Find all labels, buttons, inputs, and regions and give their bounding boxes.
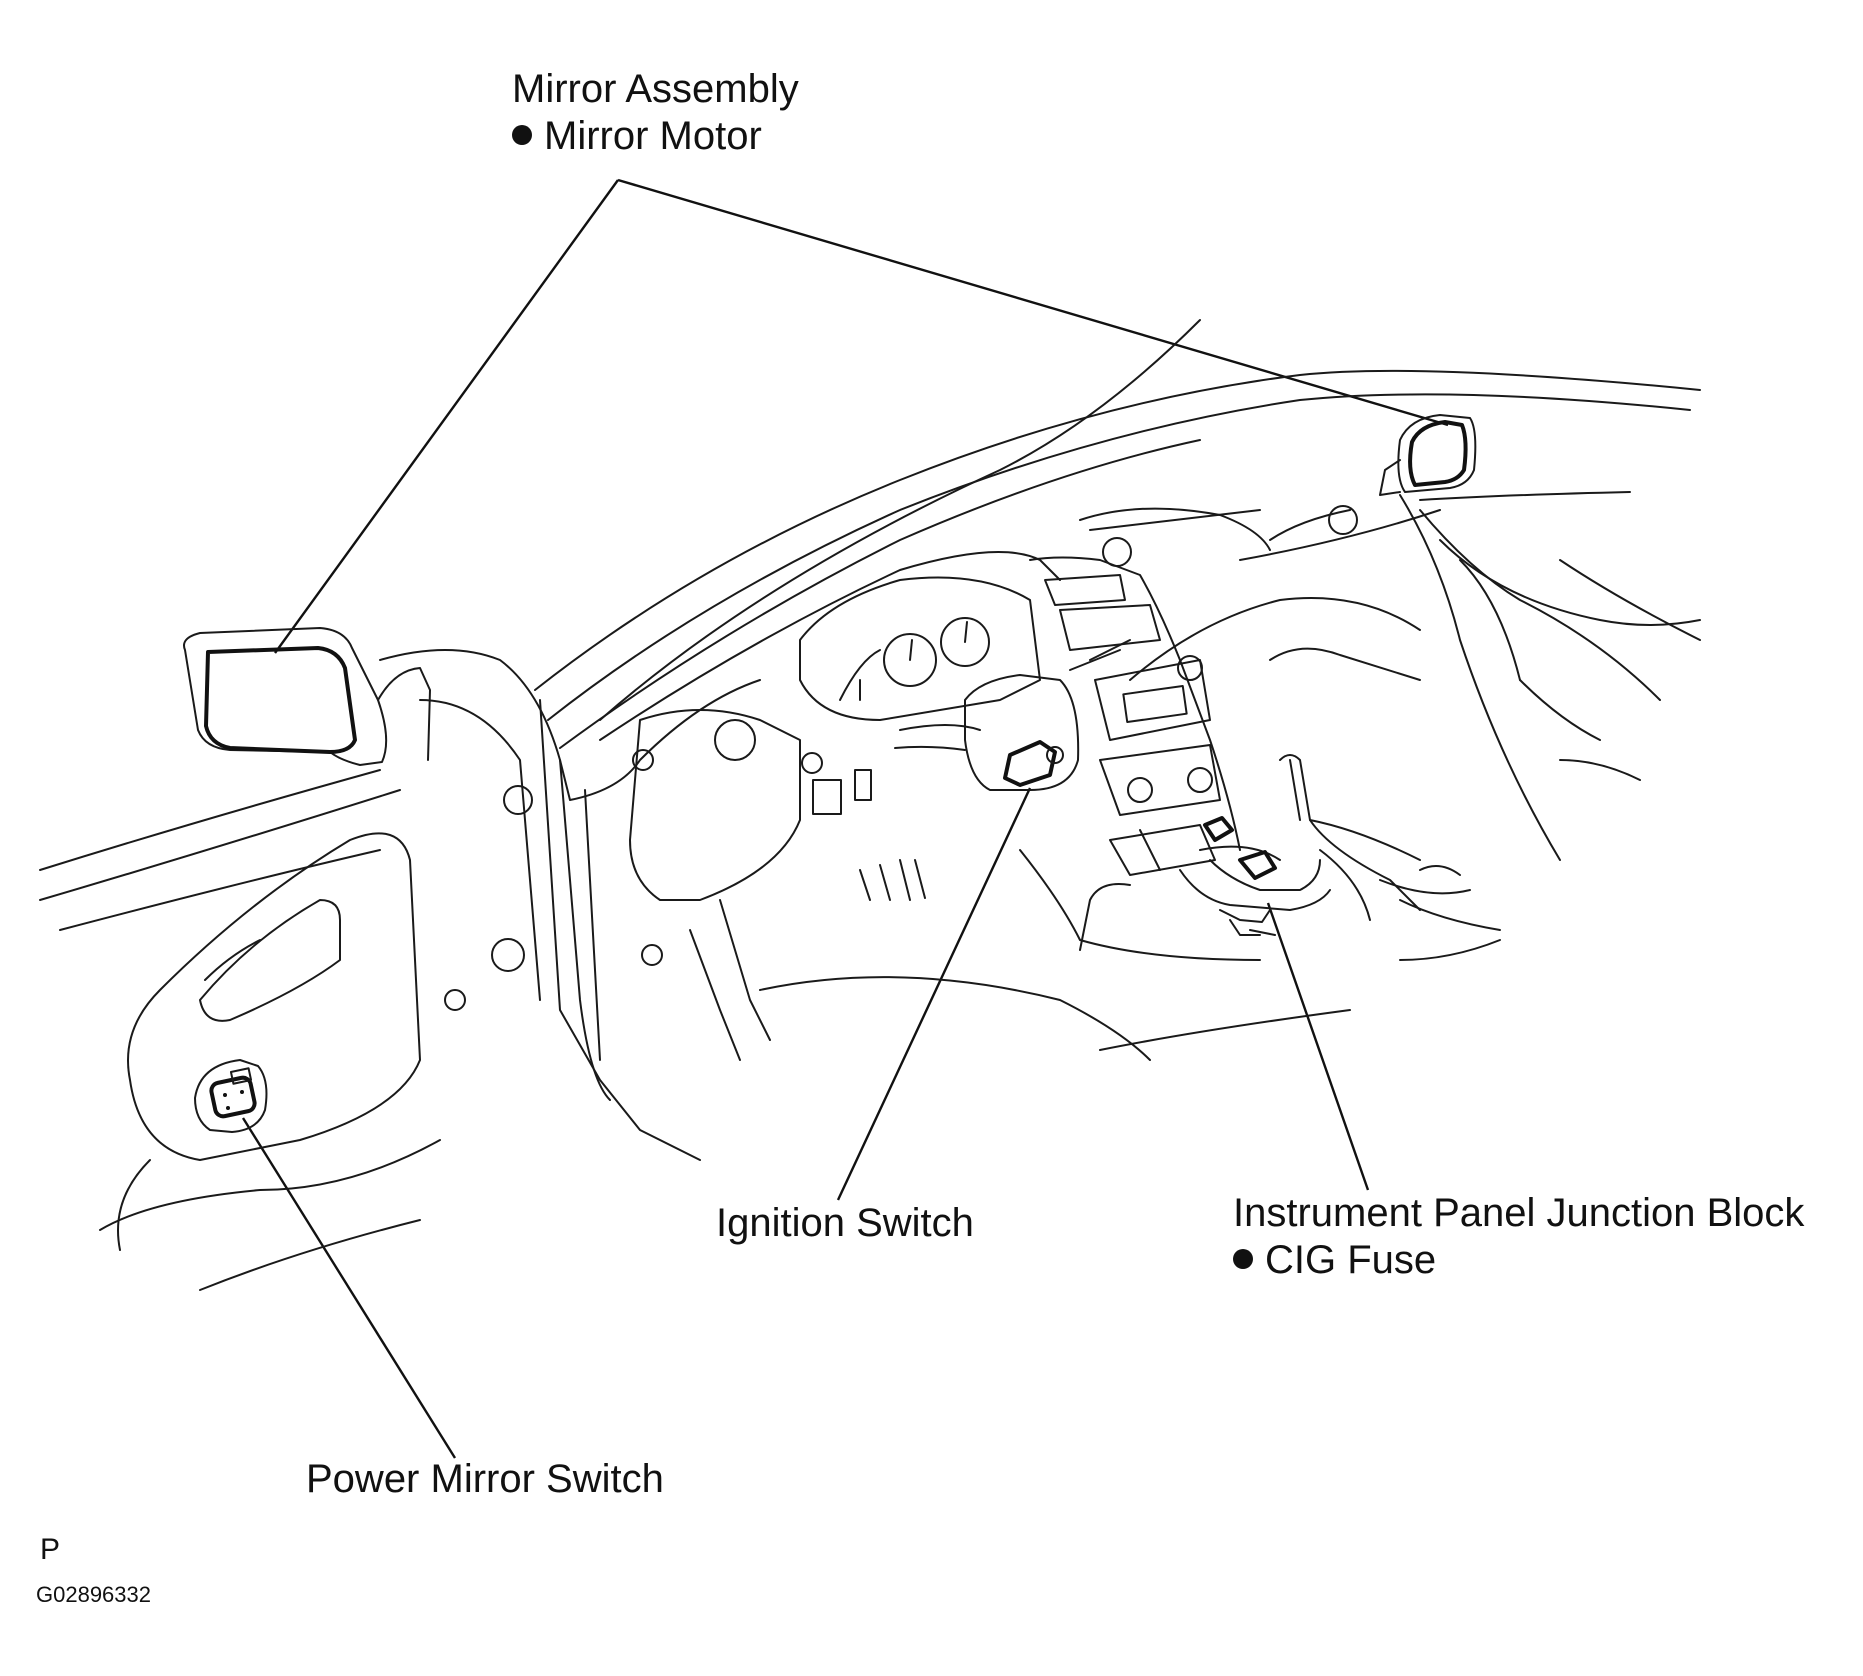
leader-line-power-mirror-switch	[241, 1117, 457, 1459]
steering-column-drawing	[894, 639, 1131, 791]
bullet-icon	[1233, 1249, 1253, 1269]
mirror-assembly-title: Mirror Assembly	[512, 67, 799, 111]
junction-block-title: Instrument Panel Junction Block	[1233, 1191, 1805, 1235]
right-mirror-drawing	[1379, 414, 1477, 496]
view-code-label: P	[40, 1533, 61, 1566]
ignition-switch-label: Ignition Switch	[716, 1200, 974, 1247]
body-outline-drawing	[39, 319, 1701, 1161]
cig-fuse-text: CIG Fuse	[1265, 1238, 1437, 1282]
leader-lines	[241, 178, 1449, 1459]
door-panel-drawing	[99, 699, 541, 1291]
leader-line-ignition-switch	[836, 787, 1032, 1201]
mirror-motor-item: Mirror Motor	[512, 113, 799, 160]
dashboard-upper-drawing	[1079, 505, 1641, 781]
junction-block-label: Instrument Panel Junction Block CIG Fuse	[1233, 1190, 1804, 1284]
power-mirror-switch-label: Power Mirror Switch	[306, 1456, 664, 1503]
mirror-motor-text: Mirror Motor	[544, 114, 762, 158]
figure-id-label: G02896332	[36, 1582, 151, 1607]
leader-line-left-mirror	[274, 179, 619, 654]
ignition-switch-title: Ignition Switch	[716, 1201, 974, 1245]
center-console-drawing	[1029, 556, 1501, 961]
left-mirror-drawing	[183, 627, 431, 766]
bullet-icon	[512, 125, 532, 145]
mirror-assembly-label: Mirror Assembly Mirror Motor	[512, 66, 799, 160]
power-mirror-switch-title: Power Mirror Switch	[306, 1457, 664, 1501]
power-mirror-switch-drawing	[194, 1059, 268, 1133]
leader-line-right-mirror	[617, 178, 1449, 427]
leader-line-junction-block	[1266, 902, 1370, 1191]
instrument-panel-drawing	[599, 551, 1351, 1061]
cig-fuse-item: CIG Fuse	[1233, 1237, 1804, 1284]
